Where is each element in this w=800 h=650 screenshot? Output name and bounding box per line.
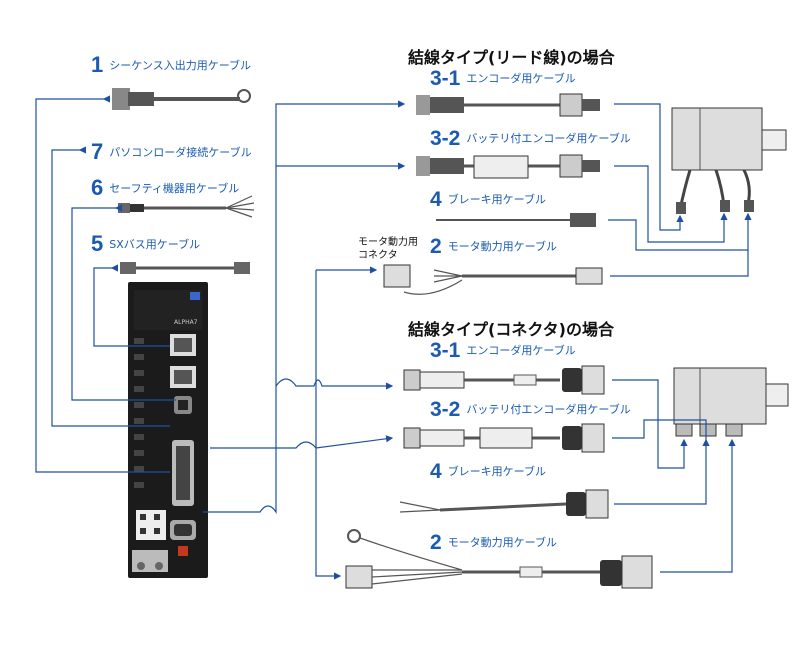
- conn-label-3-2: 3-2 バッテリ付エンコーダ用ケーブル: [430, 399, 631, 420]
- cable-number: 7: [91, 139, 104, 164]
- cable-number: 6: [91, 175, 104, 200]
- conn-label-3-1: 3-1 エンコーダ用ケーブル: [430, 340, 576, 361]
- lead-label-3-2: 3-2 バッテリ付エンコーダ用ケーブル: [430, 128, 631, 149]
- cable-number: 4: [430, 188, 442, 211]
- cable-name: エンコーダ用ケーブル: [466, 344, 576, 357]
- cable-name: セーフティ機器用ケーブル: [109, 181, 240, 195]
- cable-number: 3-2: [430, 127, 461, 150]
- conn-cable-2-drawing: [345, 529, 653, 589]
- lead-cable-3-1-drawing: [416, 93, 600, 117]
- cable-number: 4: [430, 460, 442, 483]
- lead-cable-2-drawing: [383, 264, 603, 295]
- lead-label-2: 2 モータ動力用ケーブル: [430, 236, 557, 257]
- amp-model-text: ALPHA7: [174, 319, 198, 326]
- heading-connector-type: 結線タイプ(コネクタ)の場合: [408, 320, 614, 339]
- conn-label-4: 4 ブレーキ用ケーブル: [430, 461, 546, 482]
- lead-cable-4-drawing: [436, 213, 596, 227]
- cable-6-drawing: [118, 195, 255, 218]
- motor-connector-label-line2: コネクタ: [358, 250, 398, 261]
- connector-servo-motor: [673, 367, 789, 437]
- cable-number: 3-1: [430, 67, 461, 90]
- cable-label-1: 1 シーケンス入出力用ケーブル: [91, 54, 251, 76]
- motor-connector-label-line1: モータ動力用: [358, 237, 418, 248]
- cable-name: ブレーキ用ケーブル: [447, 193, 547, 206]
- cable-name: モータ動力用ケーブル: [447, 536, 558, 549]
- heading-lead-type: 結線タイプ(リード線)の場合: [408, 48, 615, 67]
- lead-label-3-1: 3-1 エンコーダ用ケーブル: [430, 68, 576, 89]
- cable-label-6: 6 セーフティ機器用ケーブル: [91, 177, 239, 199]
- cable-number: 2: [430, 235, 442, 258]
- cable-name: ブレーキ用ケーブル: [447, 465, 547, 478]
- cable-number: 5: [91, 231, 104, 256]
- cable-number: 2: [430, 531, 442, 554]
- lead-label-4: 4 ブレーキ用ケーブル: [430, 189, 546, 210]
- conn-cable-3-2-drawing: [403, 423, 605, 453]
- cable-name: SXバス用ケーブル: [109, 237, 201, 251]
- cable-label-5: 5 SXバス用ケーブル: [91, 233, 200, 255]
- cable-name: エンコーダ用ケーブル: [466, 72, 576, 85]
- cable-name: シーケンス入出力用ケーブル: [109, 58, 252, 72]
- cable-name: バッテリ付エンコーダ用ケーブル: [466, 403, 631, 416]
- lead-servo-motor: [671, 107, 787, 214]
- lead-cable-3-2-drawing: [416, 154, 600, 179]
- conn-label-2: 2 モータ動力用ケーブル: [430, 532, 557, 553]
- cable-number: 3-1: [430, 339, 461, 362]
- cable-name: バッテリ付エンコーダ用ケーブル: [466, 132, 631, 145]
- conn-cable-4-drawing: [399, 489, 609, 519]
- cable-name: パソコンローダ接続ケーブル: [109, 145, 252, 159]
- cable-name: モータ動力用ケーブル: [447, 240, 558, 253]
- servo-amplifier: ALPHA7: [128, 282, 208, 578]
- conn-cable-3-1-drawing: [403, 365, 605, 395]
- right-connection-lines: [203, 100, 752, 580]
- motor-connector-label: モータ動力用 コネクタ: [358, 236, 418, 262]
- left-connection-lines: [35, 95, 176, 473]
- cable-number: 3-2: [430, 398, 461, 421]
- cable-label-7: 7 パソコンローダ接続ケーブル: [91, 141, 252, 163]
- cable-number: 1: [91, 52, 104, 77]
- cable-5-drawing: [120, 262, 250, 274]
- cable-1-drawing: [112, 88, 251, 110]
